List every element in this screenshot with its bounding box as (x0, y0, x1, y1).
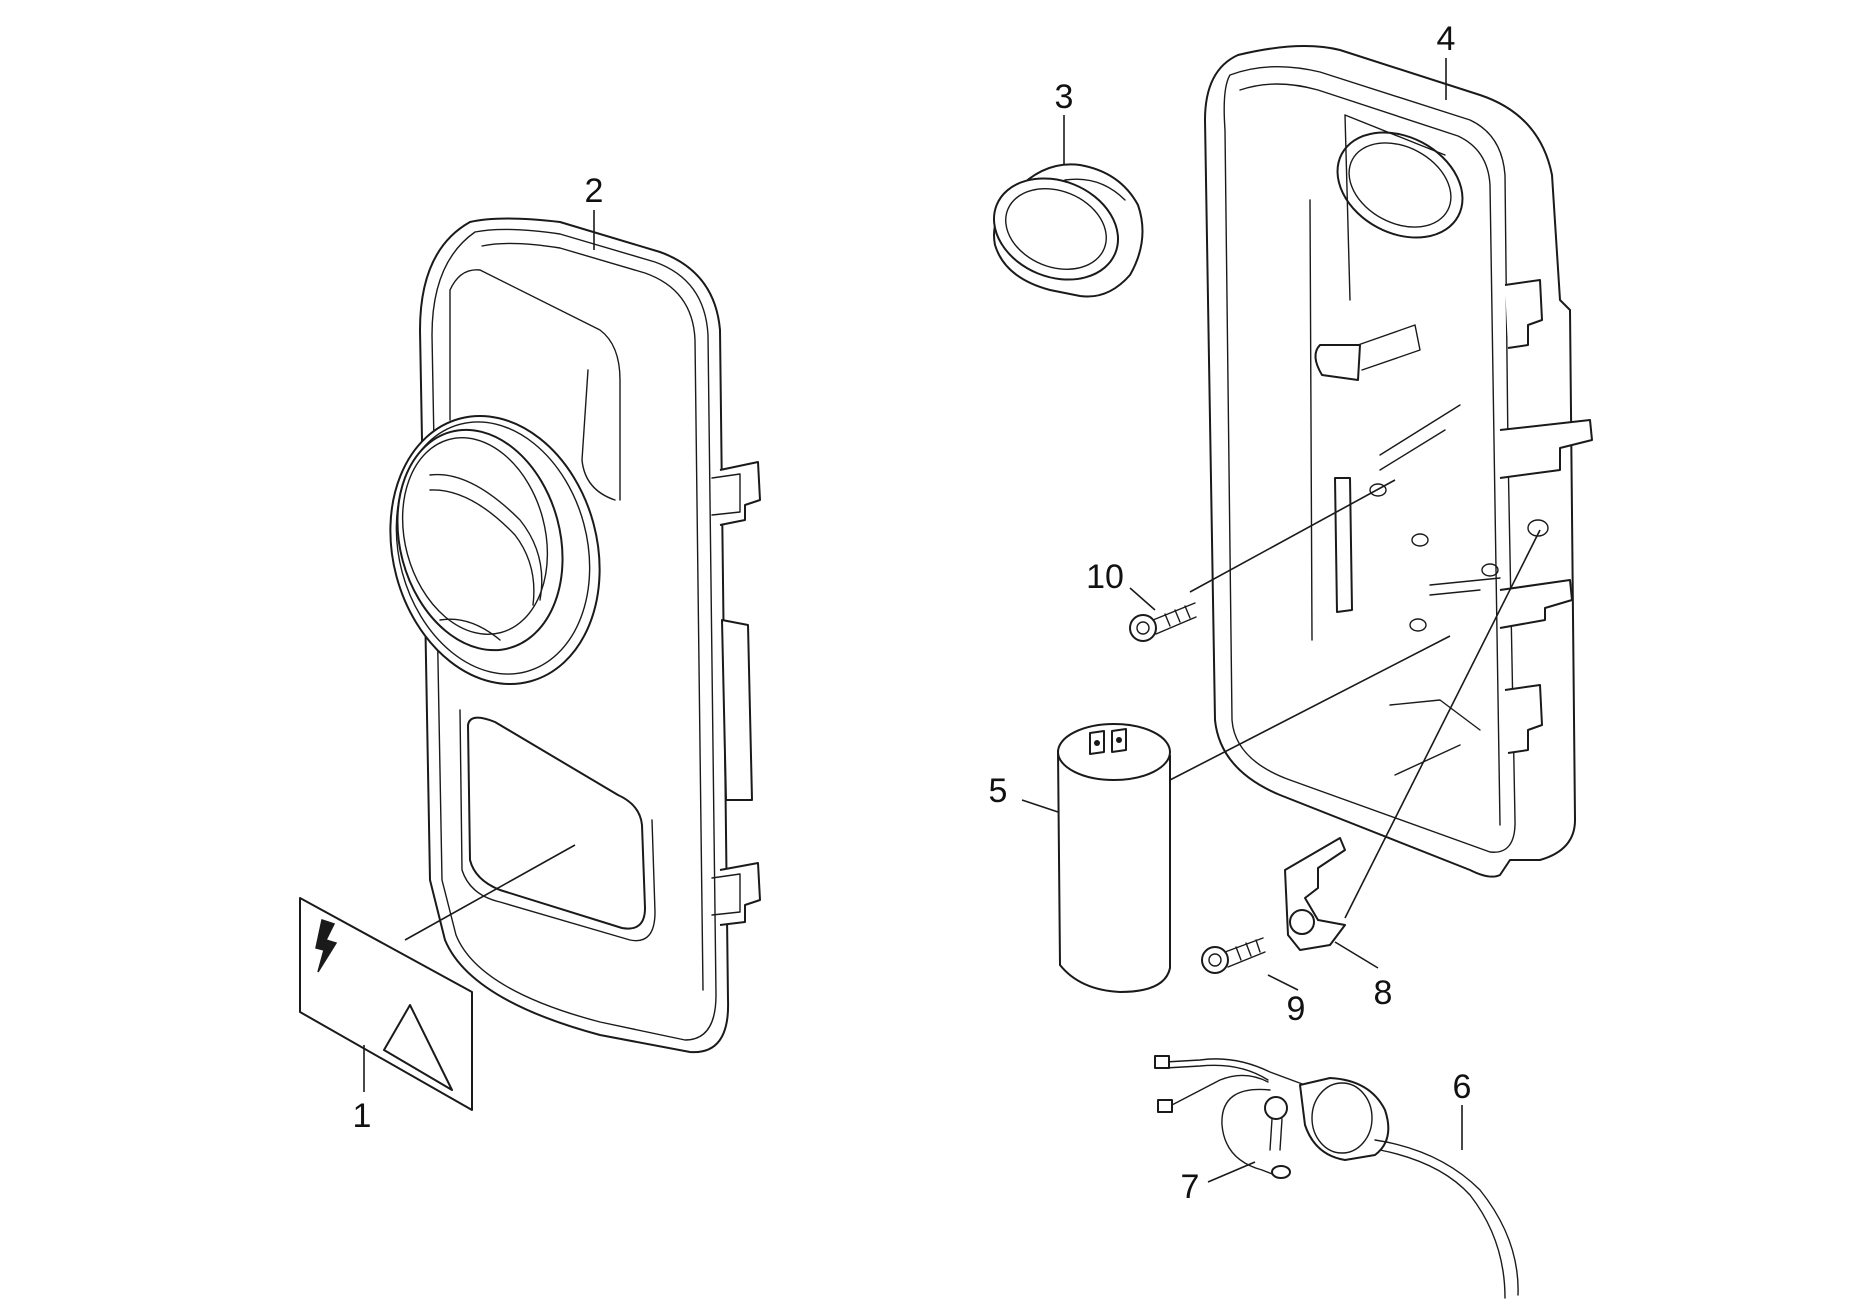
warning-label (299, 897, 473, 1111)
warning-triangle-icon (383, 1004, 453, 1091)
front-cover (389, 217, 761, 1054)
screw-9 (1201, 937, 1266, 974)
part-number-1: 1 (353, 1097, 372, 1135)
part-number-9: 9 (1287, 990, 1306, 1028)
part-number-10: 10 (1086, 558, 1124, 596)
part-number-4: 4 (1437, 20, 1456, 58)
lightning-bolt-icon (315, 919, 338, 973)
part-number-2: 2 (585, 172, 604, 210)
grommet (992, 163, 1144, 298)
screw-10 (1129, 602, 1197, 642)
capacitor (1057, 723, 1171, 993)
bracket (1284, 837, 1346, 951)
part-number-8: 8 (1374, 974, 1393, 1012)
part-number-3: 3 (1055, 78, 1074, 116)
base-housing (1204, 45, 1593, 878)
part-number-5: 5 (989, 772, 1008, 810)
part-number-6: 6 (1453, 1068, 1472, 1106)
cable-assembly (1154, 1055, 1519, 1299)
part-number-7: 7 (1181, 1168, 1200, 1206)
leader-lines (363, 58, 1541, 1183)
